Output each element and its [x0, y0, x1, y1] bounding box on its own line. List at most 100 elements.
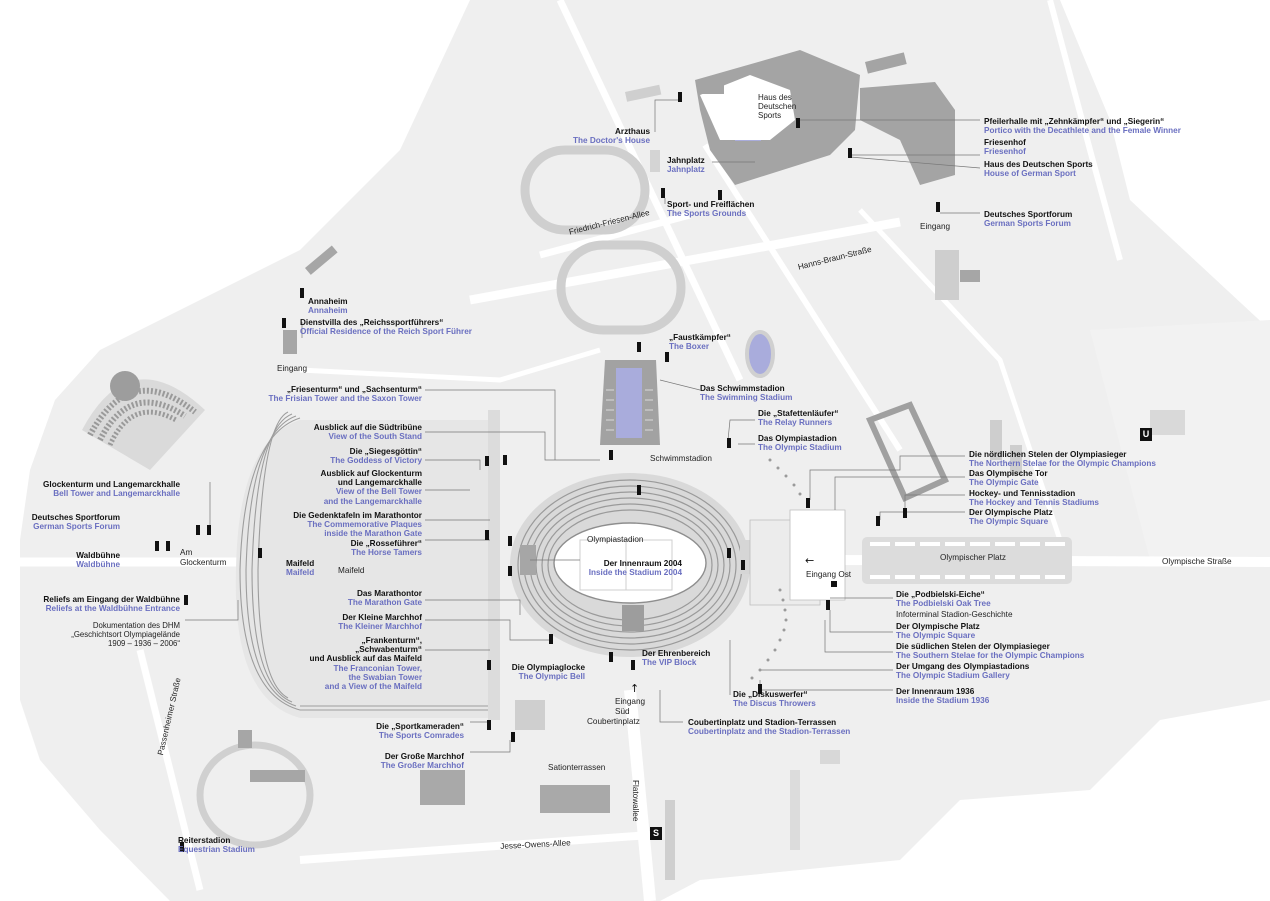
poi-title-de: „Frankenturm“,	[361, 636, 422, 645]
poi-siegesgoettin[interactable]: Die „Siegesgöttin“ The Goddess of Victor…	[200, 447, 422, 465]
poi-ausblick-glockenturm[interactable]: Ausblick auf Glockenturm und Langemarckh…	[200, 469, 422, 506]
coubertinplatz-placename: Coubertinplatz	[587, 717, 640, 726]
poi-friesenturm[interactable]: „Friesenturm“ und „Sachsenturm“ The Fris…	[200, 385, 422, 403]
poi-olympiastadion[interactable]: Das Olympiastadion The Olympic Stadium	[758, 434, 842, 452]
poi-sportkameraden[interactable]: Die „Sportkameraden“ The Sports Comrades	[250, 722, 464, 740]
poi-annaheim[interactable]: Annaheim Annaheim	[308, 297, 348, 315]
poi-title-de: Reliefs am Eingang der Waldbühne	[43, 595, 180, 604]
place-line: Haus des	[758, 93, 792, 102]
poi-innenraum-2004[interactable]: Der Innenraum 2004 Inside the Stadium 20…	[560, 559, 682, 577]
poi-title-de: Jahnplatz	[667, 156, 705, 165]
poi-deutsches-sportforum-w[interactable]: Deutsches Sportforum German Sports Forum	[0, 513, 120, 531]
arrow-north-icon: ↑	[630, 682, 640, 695]
poi-kleiner-marchhof[interactable]: Der Kleine Marchhof The Kleiner Marchhof	[200, 613, 422, 631]
poi-title-de: Reiterstadion	[178, 836, 231, 845]
poi-title-de: Deutsches Sportforum	[31, 513, 120, 522]
poi-title-de: Der Olympische Platz	[896, 622, 980, 631]
poi-title-en: The Northern Stelae for the Olympic Cham…	[969, 459, 1156, 469]
poi-frankenturm[interactable]: „Frankenturm“, „Schwabenturm“ und Ausbli…	[200, 636, 422, 691]
poi-coubertinplatz[interactable]: Coubertinplatz und Stadion-Terrassen Cou…	[688, 718, 850, 736]
poi-title-de: „Schwabenturm“	[355, 645, 422, 655]
note-line: 1909 – 1936 – 2006“	[108, 638, 180, 648]
poi-friesenhof[interactable]: Friesenhof Friesenhof	[984, 138, 1026, 156]
poi-title-en: inside the Marathon Gate	[324, 529, 422, 539]
poi-suedliche-stelen[interactable]: Die südlichen Stelen der Olympiasieger T…	[896, 642, 1084, 660]
poi-title-en: Official Residence of the Reich Sport Fü…	[300, 327, 472, 337]
poi-title-en: The Frisian Tower and the Saxon Tower	[268, 394, 422, 404]
haus-des-deutschen-sports-placename: Haus des Deutschen Sports	[758, 93, 796, 120]
poi-title-en: German Sports Forum	[984, 219, 1071, 229]
poi-hockey-tennis[interactable]: Hockey- und Tennisstadion The Hockey and…	[969, 489, 1099, 507]
poi-title-de: Das Olympiastadion	[758, 434, 837, 443]
poi-jahnplatz[interactable]: Jahnplatz Jahnplatz	[667, 156, 705, 174]
poi-title-en: Portico with the Decathlete and the Fema…	[984, 126, 1181, 136]
eingang-ost-label: Eingang Ost	[806, 570, 852, 579]
waldbuehne-amphitheatre	[82, 371, 205, 470]
poi-title-de: Die „Podbielski-Eiche“	[896, 590, 985, 599]
poi-title-de: Die „Sportkameraden“	[376, 722, 464, 731]
poi-deutsches-sportforum-ne[interactable]: Deutsches Sportforum German Sports Forum	[984, 210, 1072, 228]
poi-title-en: and the Langemarckhalle	[323, 496, 422, 506]
poi-glockenturm[interactable]: Glockenturm und Langemarckhalle Bell Tow…	[0, 480, 180, 498]
olympische-strasse-label: Olympische Straße	[1162, 557, 1232, 566]
poi-title-en: The Horse Tamers	[351, 548, 422, 558]
poi-markers	[155, 92, 940, 852]
poi-title-de: Waldbühne	[76, 551, 120, 560]
note-line: Dokumentation des DHM	[92, 621, 180, 630]
poi-grosser-marchhof[interactable]: Der Große Marchhof The Großer Marchhof	[250, 752, 464, 770]
poi-pfeilerhalle[interactable]: Pfeilerhalle mit „Zehnkämpfer“ und „Sieg…	[984, 117, 1181, 135]
poi-podbielski-eiche[interactable]: Die „Podbielski-Eiche“ The Podbielski Oa…	[896, 590, 991, 608]
poi-title-en: The Swimming Stadium	[700, 393, 793, 403]
gallery-dots	[750, 458, 802, 680]
poi-title-de: Die Gedenktafeln im Marathontor	[293, 511, 422, 520]
poi-title-de: und Ausblick auf das Maifeld	[309, 654, 422, 664]
place-line: Eingang	[615, 697, 646, 706]
poi-innenraum-1936[interactable]: Der Innenraum 1936 Inside the Stadium 19…	[896, 687, 989, 705]
poi-title-en: View of the South Stand	[328, 432, 422, 442]
poi-title-de: Dienstvilla des „Reichssportführers“	[300, 318, 444, 327]
poi-diskuswerfer[interactable]: Die „Diskuswerfer“ The Discus Throwers	[733, 690, 816, 708]
poi-title-de: „Faustkämpfer“	[669, 333, 731, 342]
poi-ehrenbereich[interactable]: Der Ehrenbereich The VIP Block	[642, 649, 710, 667]
misc-buildings	[238, 245, 1185, 880]
poi-faustkaempfer[interactable]: „Faustkämpfer“ The Boxer	[669, 333, 731, 351]
poi-umgang[interactable]: Der Umgang des Olympiastadions The Olymp…	[896, 662, 1029, 680]
infoterminal-label[interactable]: Infoterminal Stadion-Geschichte	[896, 610, 1013, 619]
poi-schwimmstadion[interactable]: Das Schwimmstadion The Swimming Stadium	[700, 384, 792, 402]
poi-title-de: Der Olympische Platz	[969, 508, 1053, 517]
poi-sport-freiflaechen[interactable]: Sport- und Freiflächen The Sports Ground…	[667, 200, 754, 218]
am-glockenturm-label: Am Glockenturm	[180, 548, 226, 568]
poi-haus-des-deutschen-sports[interactable]: Haus des Deutschen Sports House of Germa…	[984, 160, 1093, 178]
poi-title-en: The Goddess of Victory	[330, 456, 422, 466]
poi-maifeld[interactable]: Maifeld Maifeld	[286, 559, 314, 577]
poi-arzthaus[interactable]: Arzthaus The Doctor's House	[540, 127, 650, 145]
poi-title-en: The Southern Stelae for the Olympic Cham…	[896, 651, 1085, 661]
poi-waldbuehne[interactable]: Waldbühne Waldbühne	[0, 551, 120, 569]
sbahn-icon[interactable]: S	[650, 827, 662, 840]
poi-title-en: The Sports Comrades	[378, 731, 464, 741]
poi-rossefuehrer[interactable]: Die „Rosseführer“ The Horse Tamers	[200, 539, 422, 557]
note-line: „Geschichtsort Olympiagelände	[71, 629, 180, 639]
ubahn-icon[interactable]: U	[1140, 428, 1152, 441]
poi-stafettenlaeufer[interactable]: Die „Stafettenläufer“ The Relay Runners	[758, 409, 839, 427]
poi-title-en: Bell Tower and Langemarckhalle	[53, 489, 180, 499]
poi-marathontor[interactable]: Das Marathontor The Marathon Gate	[200, 589, 422, 607]
poi-reiterstadion[interactable]: Reiterstadion Equestrian Stadium	[178, 836, 255, 854]
poi-olympischer-platz-n[interactable]: Der Olympische Platz The Olympic Square	[969, 508, 1053, 526]
poi-title-en: Inside the Stadium 1936	[896, 696, 990, 706]
poi-title-en: The Relay Runners	[758, 418, 833, 428]
poi-olympiaglocke[interactable]: Die Olympiaglocke The Olympic Bell	[470, 663, 585, 681]
poi-olympischer-platz-s[interactable]: Der Olympische Platz The Olympic Square	[896, 622, 980, 640]
poi-noerdliche-stelen[interactable]: Die nördlichen Stelen der Olympiasieger …	[969, 450, 1156, 468]
place-line: Deutschen	[758, 102, 797, 111]
poi-olympisches-tor[interactable]: Das Olympische Tor The Olympic Gate	[969, 469, 1048, 487]
poi-suedtribuene[interactable]: Ausblick auf die Südtribüne View of the …	[200, 423, 422, 441]
poi-title-de: Das Olympische Tor	[969, 469, 1048, 478]
maifeld-placename: Maifeld	[338, 566, 365, 575]
poi-reliefs-waldbuehne[interactable]: Reliefs am Eingang der Waldbühne Reliefs…	[0, 595, 180, 613]
poi-dienstvilla[interactable]: Dienstvilla des „Reichssportführers“ Off…	[300, 318, 472, 336]
poi-title-de: und Langemarckhalle	[337, 478, 422, 488]
poi-title-de: Coubertinplatz und Stadion-Terrassen	[688, 718, 837, 727]
poi-gedenktafeln[interactable]: Die Gedenktafeln im Marathontor The Comm…	[200, 511, 422, 539]
